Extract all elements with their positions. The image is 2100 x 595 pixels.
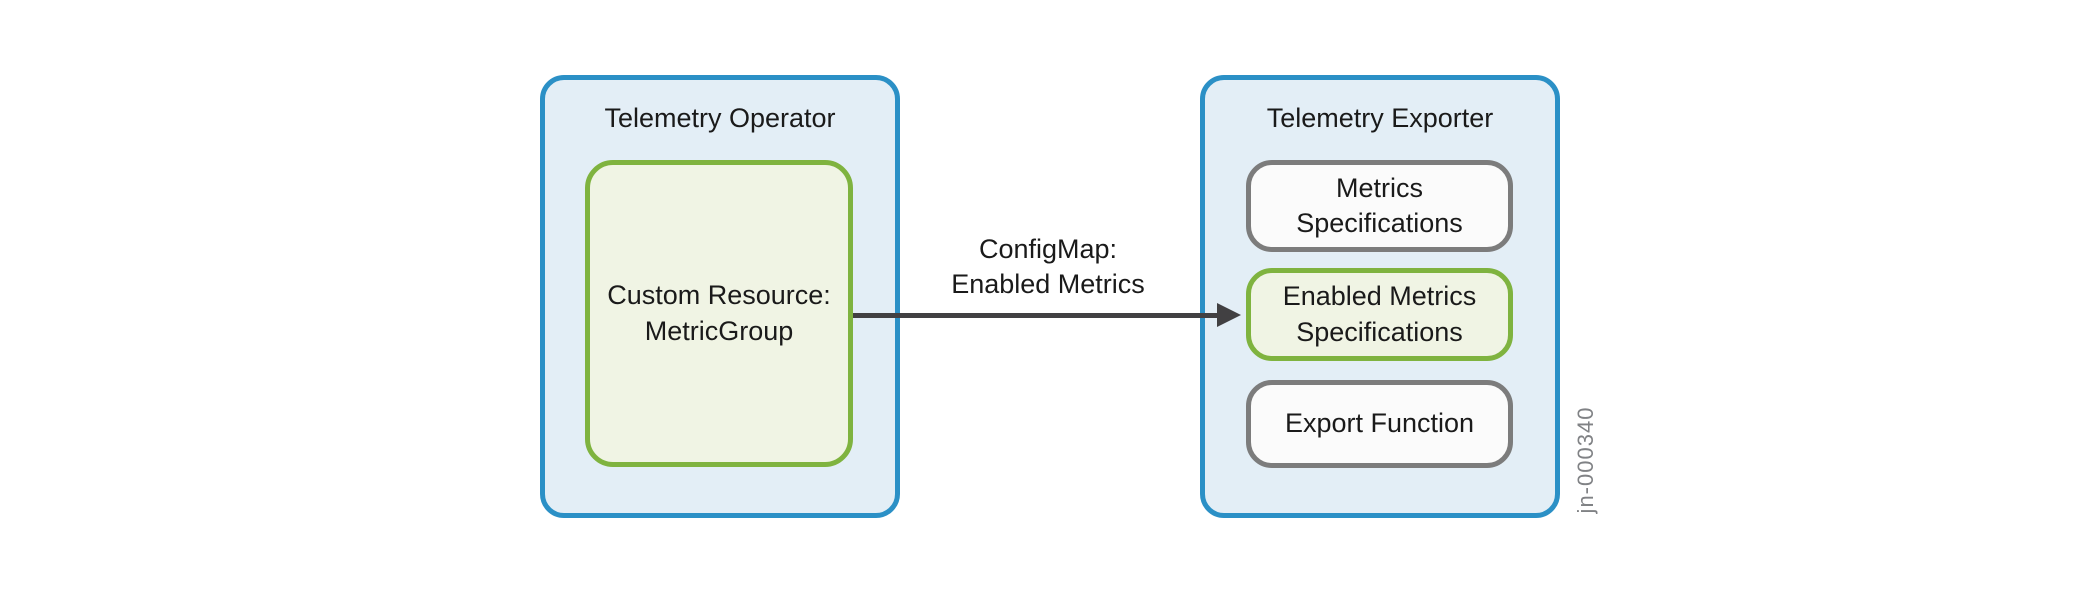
arrow-line	[853, 313, 1220, 318]
metrics-specifications-box: Metrics Specifications	[1246, 160, 1513, 252]
telemetry-exporter-box: Telemetry Exporter Metrics Specification…	[1200, 75, 1560, 518]
telemetry-exporter-title: Telemetry Exporter	[1266, 103, 1494, 133]
export-function-box: Export Function	[1246, 380, 1513, 468]
custom-resource-box: Custom Resource: MetricGroup	[585, 160, 853, 467]
metrics-specifications-label: Metrics Specifications	[1296, 172, 1463, 238]
export-function-label: Export Function	[1284, 408, 1475, 439]
enabled-metrics-specifications-label: Enabled Metrics Specifications	[1282, 281, 1477, 347]
arrow-label: ConfigMap: Enabled Metrics	[951, 234, 1145, 300]
custom-resource-label: Custom Resource: MetricGroup	[607, 280, 831, 346]
arrow-head-icon	[1217, 303, 1241, 327]
telemetry-operator-title: Telemetry Operator	[604, 103, 836, 133]
telemetry-operator-box: Telemetry Operator Custom Resource: Metr…	[540, 75, 900, 518]
enabled-metrics-specifications-box: Enabled Metrics Specifications	[1246, 268, 1513, 361]
figure-id-label: jn-000340	[1573, 406, 1598, 514]
